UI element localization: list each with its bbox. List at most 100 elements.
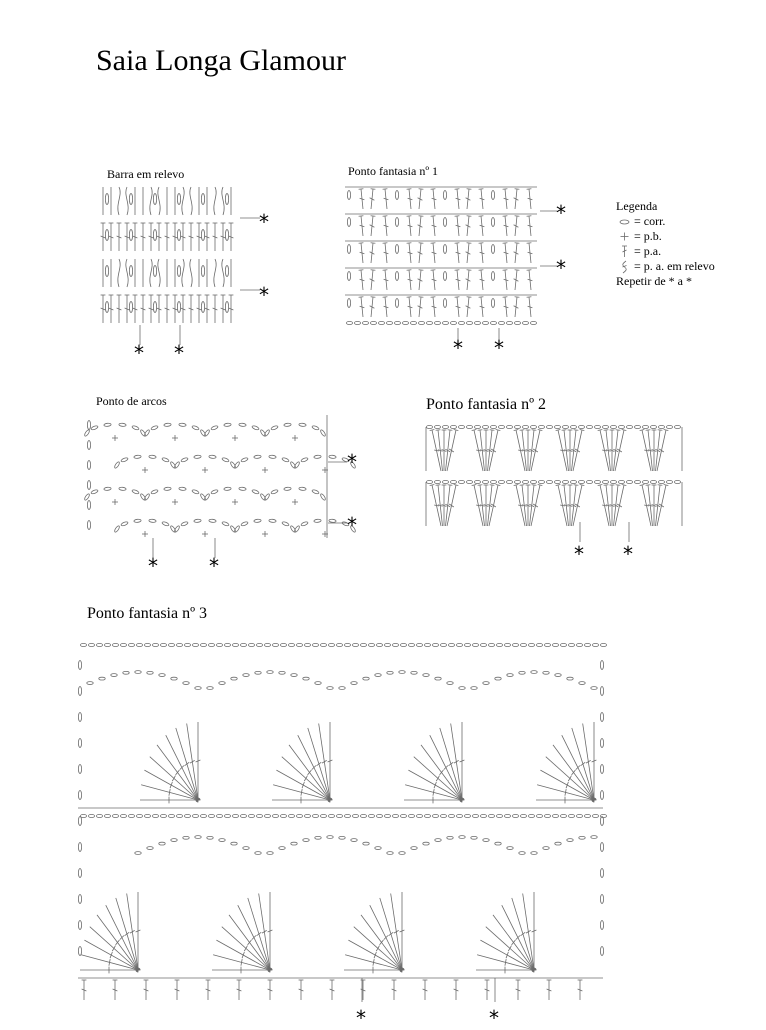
chain-stitch [603,425,609,428]
double-crochet-top [658,430,663,431]
double-crochet-top [448,430,453,431]
repeat-star: * [347,515,357,535]
chain-stitch [231,677,237,680]
chain-stitch [297,643,303,646]
chain-stitch [233,643,239,646]
double-crochet-top [604,485,609,486]
chain-stitch [78,895,81,904]
chain-stitch [523,480,529,483]
chain-stitch [611,480,617,483]
repeat-star: * [174,343,184,363]
chain-stitch [225,643,231,646]
chain-stitch [121,643,127,646]
chain-stitch [231,842,237,845]
chain-stitch [185,814,191,817]
chain-stitch [401,643,407,646]
chain-stitch [667,425,673,428]
double-crochet-top [664,484,669,485]
chain-stitch [507,847,513,850]
chain-stitch [585,814,591,817]
double-crochet-bar [252,936,256,940]
chain-stitch [507,674,513,677]
chain-stitch [547,480,553,483]
chain-stitch [393,814,399,817]
chain-stitch [137,643,143,646]
double-crochet-top [430,484,435,485]
chain-stitch [377,643,383,646]
chain-stitch [78,843,81,852]
single-crochet-cross-icon [618,232,631,241]
double-crochet-top [646,485,651,486]
chain-stitch [465,814,471,817]
chain-stitch [465,643,471,646]
chain-stitch [457,814,463,817]
chain-stitch [385,814,391,817]
legend-item: = p.a. [616,244,715,259]
chain-stitch [353,643,359,646]
chain-stitch [345,814,351,817]
chain-stitch [591,687,597,690]
repeat-star: * [209,556,219,576]
chain-stitch [209,643,215,646]
double-crochet-top [538,484,543,485]
chain-stitch [489,643,495,646]
chain-stitch [579,682,585,685]
chain-stitch [555,842,561,845]
chain-stitch [467,425,473,428]
chain-stitch [297,814,303,817]
double-crochet-bar [444,766,448,770]
chain-stitch [579,836,585,839]
chain-stitch [595,480,601,483]
double-crochet-top [580,484,585,485]
pointer-lines-fantasia-2 [424,520,686,550]
chain-stitch [219,682,225,685]
double-crochet-top [490,485,495,486]
chain-stitch [481,814,487,817]
chain-stitch [567,677,573,680]
chain-stitch [483,839,489,842]
double-crochet-top [472,429,477,430]
chain-stitch [651,425,657,428]
chain-stitch [78,713,81,722]
repeat-star: * [259,212,269,232]
double-crochet-top [532,485,537,486]
double-crochet-top [520,430,525,431]
chain-stitch [193,643,199,646]
chain-stitch [543,847,549,850]
chain-stitch [207,687,213,690]
chain-stitch [459,687,465,690]
repeat-star: * [556,203,566,223]
chart-ponto-fantasia-3 [78,640,608,1005]
chain-stitch [619,480,625,483]
chain-stitch [481,643,487,646]
double-crochet-top [490,430,495,431]
chain-stitch [483,682,489,685]
chain-stitch [491,480,497,483]
chain-stitch [531,425,537,428]
chain-stitch [561,643,567,646]
chain-stitch [375,847,381,850]
chain-stitch [255,671,261,674]
section-title-fantasia-3: Ponto fantasia nº 3 [87,605,207,623]
chain-stitch [521,814,527,817]
double-crochet-top [454,484,459,485]
chain-stitch [327,836,333,839]
chain-stitch [387,671,393,674]
chain-stitch [593,814,599,817]
chain-stitch [495,842,501,845]
legend-item: = p.b. [616,229,715,244]
chain-stitch [447,682,453,685]
chain-stitch [423,674,429,677]
chain-stitch [459,425,465,428]
section-title-fantasia-2: Ponto fantasia nº 2 [426,396,546,414]
double-crochet-top [604,430,609,431]
chain-stitch [123,671,129,674]
chain-stitch [537,814,543,817]
chain-stitch [169,643,175,646]
chain-stitch [409,643,415,646]
chain-stitch [411,847,417,850]
chain-stitch [233,814,239,817]
chain-stitch [303,677,309,680]
chain-stitch [313,814,319,817]
chain-stitch [78,791,81,800]
